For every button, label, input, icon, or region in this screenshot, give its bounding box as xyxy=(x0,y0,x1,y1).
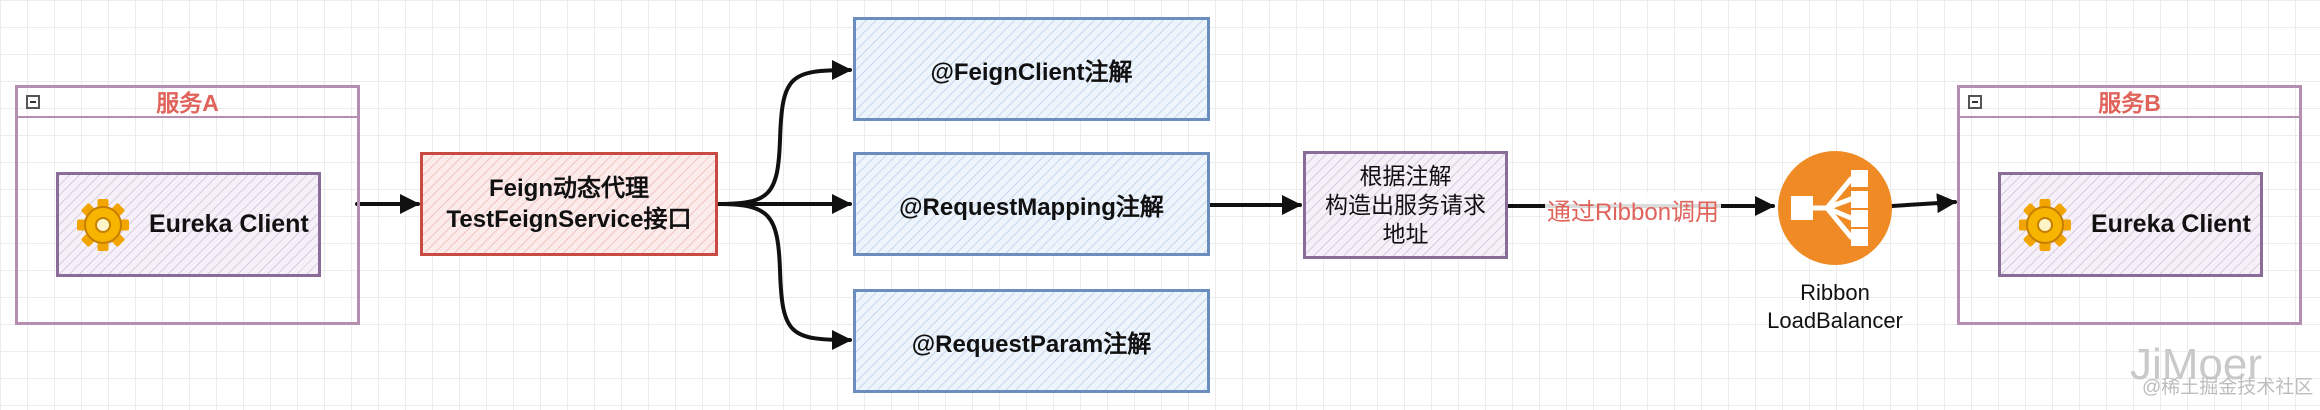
service-a-client-label: Eureka Client xyxy=(149,210,309,238)
edge-feign-to-requestparam xyxy=(716,202,852,350)
ribbon-call-label: 通过Ribbon调用 xyxy=(1545,192,1722,227)
request-param-annotation-label: @RequestParam注解 xyxy=(911,330,1152,358)
collapse-icon[interactable] xyxy=(26,95,40,109)
service-a-header xyxy=(18,88,357,118)
request-param-annotation-box: @RequestParam注解 xyxy=(853,289,1210,393)
service-a-title: 服务A xyxy=(156,90,219,116)
request-mapping-annotation-box: @RequestMapping注解 xyxy=(853,152,1210,256)
edge-feign-to-feignclient xyxy=(716,60,852,206)
service-b-header xyxy=(1960,88,2299,118)
service-a-eureka-client: Eureka Client xyxy=(56,172,321,277)
watermark-small: @稀土掘金技术社区 xyxy=(2142,377,2314,398)
service-b-container: 服务B Eureka Client xyxy=(1957,85,2302,325)
collapse-icon[interactable] xyxy=(1968,95,1982,109)
address-builder-box: 根据注解 构造出服务请求 地址 xyxy=(1303,151,1508,259)
edge-lb-to-service-b xyxy=(1890,193,1957,214)
service-b-eureka-client: Eureka Client xyxy=(1998,172,2263,277)
feign-client-annotation-box: @FeignClient注解 xyxy=(853,17,1210,121)
gear-icon xyxy=(77,198,129,251)
gear-icon xyxy=(2019,198,2071,251)
address-builder-line3: 地址 xyxy=(1382,220,1429,247)
load-balancer-line2: LoadBalancer xyxy=(1767,308,1903,333)
load-balancer-label: Ribbon LoadBalancer xyxy=(1740,279,1930,335)
service-b-title: 服务B xyxy=(2098,90,2161,116)
load-balancer-line1: Ribbon xyxy=(1800,280,1870,305)
feign-proxy-line1: Feign动态代理 xyxy=(489,175,649,202)
watermark-large: JiMoer xyxy=(2130,340,2263,389)
service-b-client-label: Eureka Client xyxy=(2091,210,2251,238)
load-balancer-icon xyxy=(1778,151,1892,265)
address-builder-line2: 构造出服务请求 xyxy=(1325,191,1486,218)
address-builder-line1: 根据注解 xyxy=(1359,162,1452,189)
service-a-container: 服务A Eureka Client xyxy=(15,85,360,325)
feign-proxy-box: Feign动态代理 TestFeignService接口 xyxy=(420,152,718,256)
feign-proxy-line2: TestFeignService接口 xyxy=(446,206,692,233)
request-mapping-annotation-label: @RequestMapping注解 xyxy=(899,193,1164,221)
feign-client-annotation-label: @FeignClient注解 xyxy=(930,58,1133,86)
